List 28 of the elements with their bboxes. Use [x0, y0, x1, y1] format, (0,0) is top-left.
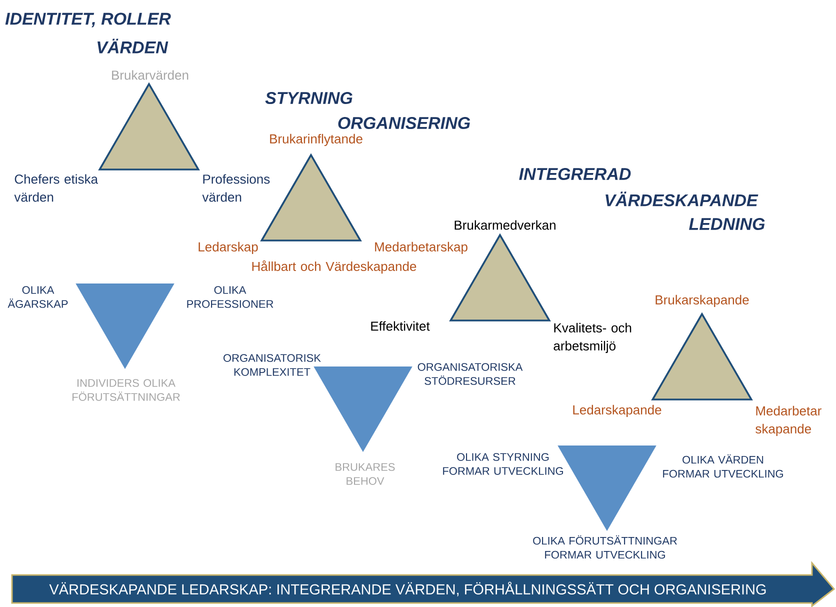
down-triangle [76, 284, 174, 369]
heading: STYRNING [265, 92, 352, 104]
corner-label: Ledarskap [198, 242, 258, 254]
corner-label: Professions värden [202, 174, 270, 202]
corner-label: OLIKA VÄRDEN FORMAR UTVECKLING [663, 454, 783, 478]
heading: LEDNING [689, 218, 765, 230]
corner-label: OLIKA STYRNING FORMAR UTVECKLING [443, 453, 563, 475]
corner-label: Medarbetar skapande [756, 406, 822, 436]
corner-label: Chefers etiska värden [14, 174, 98, 202]
corner-label: Brukarmedverkan [454, 220, 556, 230]
corner-label: BRUKARES BEHOV [336, 463, 395, 485]
corner-label: Ledarskapande [573, 404, 662, 418]
down-triangle [314, 366, 412, 452]
corner-label: Brukarskapande [656, 294, 749, 308]
corner-label: OLIKA PROFESSIONER [187, 286, 274, 308]
corner-label: ORGANISATORISK KOMPLEXITET [224, 354, 321, 376]
corner-label: Brukarvärden [112, 70, 188, 80]
corner-label: Effektivitet [371, 321, 430, 331]
corner-label: Kvalitets- och arbetsmiljö [554, 322, 632, 354]
heading: VÄRDEN [98, 38, 168, 54]
corner-label: ORGANISATORISKA STÖDRESURSER [418, 363, 523, 385]
corner-label: Hållbart och Värdeskapande [252, 260, 416, 274]
corner-label: OLIKA FÖRUTSÄTTNINGAR FORMAR UTVECKLING [533, 535, 677, 559]
corner-label: OLIKA ÄGARSKAP [8, 286, 68, 308]
corner-label: INDIVIDERS OLIKA FÖRUTSÄTTNINGAR [72, 379, 180, 401]
heading: VÄRDESKAPANDE [606, 192, 758, 206]
corner-label: Medarbetarskap [375, 242, 468, 254]
corner-label: Brukarinflytande [270, 134, 362, 146]
